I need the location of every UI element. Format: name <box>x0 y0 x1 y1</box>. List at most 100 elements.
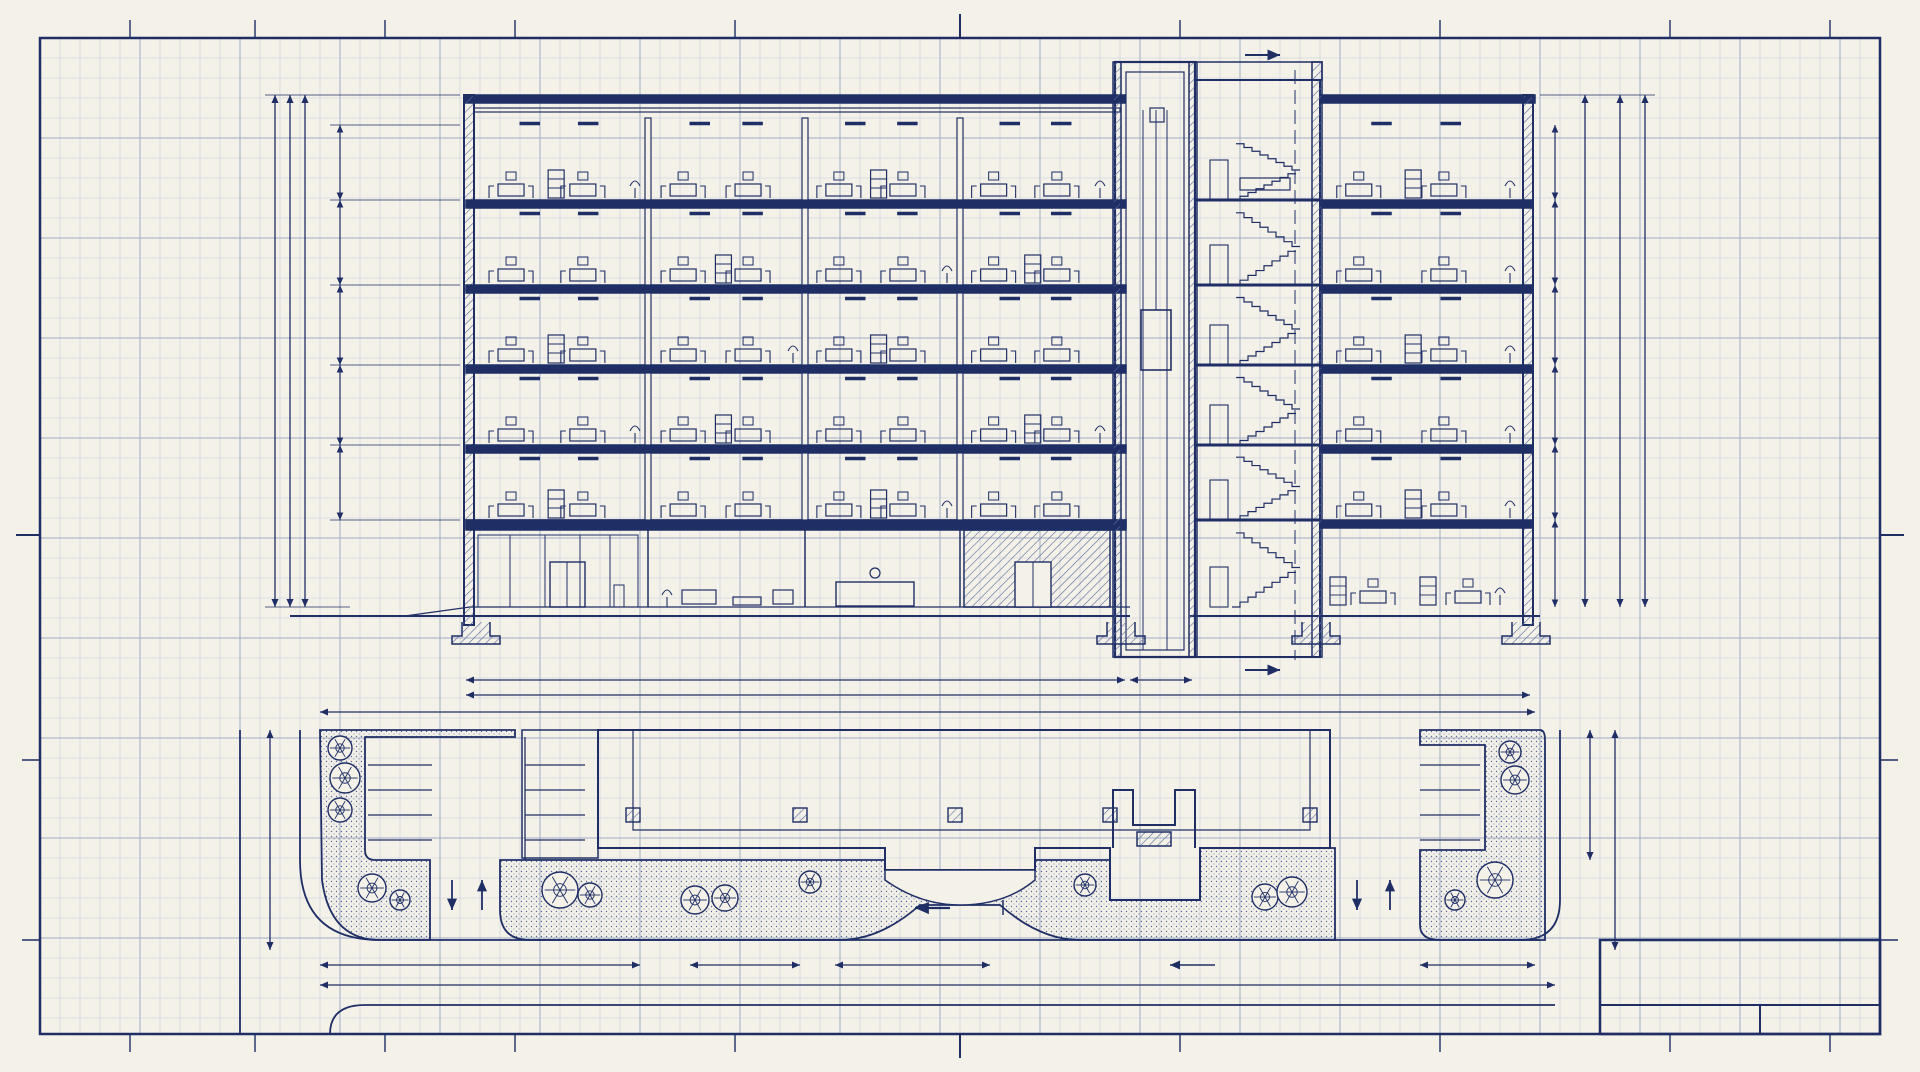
desk <box>1430 183 1458 197</box>
monitor <box>988 491 1000 501</box>
cabinet <box>1404 334 1422 364</box>
desk <box>825 183 853 197</box>
tree <box>711 884 739 912</box>
monitor <box>988 171 1000 181</box>
cabinet <box>714 254 733 284</box>
ceiling-light <box>577 211 599 216</box>
bay-partition <box>956 292 964 366</box>
desk <box>734 268 762 282</box>
chair <box>1421 430 1427 443</box>
floor-slab <box>465 364 1127 374</box>
ceiling-light <box>999 121 1020 126</box>
bay-partition <box>801 207 809 286</box>
plant <box>1504 425 1516 443</box>
tree <box>798 870 822 894</box>
ceiling-light <box>577 456 599 461</box>
chair <box>919 350 926 363</box>
ceiling-light <box>1371 376 1392 381</box>
tree <box>327 735 353 761</box>
chair <box>1421 185 1427 198</box>
ceiling-light <box>999 456 1020 461</box>
desk <box>980 183 1008 197</box>
monitor <box>742 336 754 346</box>
ceiling-light <box>519 376 540 381</box>
ceiling-light <box>742 296 763 301</box>
elevator-shaft-inner <box>1125 71 1185 651</box>
chair <box>1073 185 1080 198</box>
chair <box>765 505 771 518</box>
chair <box>1034 430 1040 443</box>
chair <box>488 505 495 518</box>
chair <box>816 185 822 198</box>
bay-partition <box>644 452 652 521</box>
chair <box>1460 350 1467 363</box>
ceiling-light <box>689 376 710 381</box>
stair-flight <box>1236 532 1300 569</box>
monitor <box>742 171 754 181</box>
chair <box>816 430 822 443</box>
chair <box>1350 592 1356 605</box>
monitor <box>833 256 845 266</box>
monitor <box>577 416 589 426</box>
ceiling-light <box>1371 121 1392 126</box>
chair <box>725 430 732 443</box>
ceiling-light <box>845 296 866 301</box>
monitor <box>505 491 517 501</box>
bay-partition <box>801 292 809 366</box>
chair <box>919 430 926 443</box>
ceiling-light <box>1440 376 1462 381</box>
monitor <box>1051 171 1063 181</box>
desk <box>889 348 917 362</box>
chair <box>528 185 534 198</box>
monitor <box>897 171 909 181</box>
stair-flight <box>1236 143 1300 171</box>
plant <box>1504 180 1516 198</box>
monitor <box>577 336 589 346</box>
ceiling-light <box>689 456 710 461</box>
ceiling-light <box>742 376 763 381</box>
monitor <box>677 491 689 501</box>
plan-column <box>1102 807 1118 823</box>
cabinet <box>869 489 888 519</box>
chair <box>1445 592 1451 605</box>
ceiling-light <box>1371 211 1392 216</box>
desk <box>825 503 853 517</box>
desk <box>569 428 597 442</box>
monitor <box>577 256 589 266</box>
ceiling-light <box>742 456 763 461</box>
roof-slab <box>1319 94 1536 104</box>
footing <box>1291 622 1341 645</box>
ceiling-light <box>1050 296 1072 301</box>
ceiling-light <box>689 296 710 301</box>
monitor <box>1438 171 1450 181</box>
desk <box>889 268 917 282</box>
trash-bin <box>613 584 625 608</box>
elevator-motor <box>1149 107 1165 123</box>
cabinet <box>1404 489 1422 519</box>
chair <box>700 350 706 363</box>
stair-door <box>1209 479 1229 521</box>
floor-slab <box>1319 519 1534 529</box>
desk <box>569 348 597 362</box>
monitor <box>1367 578 1379 588</box>
monitor <box>833 416 845 426</box>
receptionist <box>869 567 881 579</box>
ceiling-light <box>1371 296 1392 301</box>
plant <box>1094 180 1106 198</box>
tree <box>329 762 361 794</box>
monitor <box>1051 491 1063 501</box>
plan-column <box>625 807 641 823</box>
stair-flight <box>1232 571 1296 608</box>
ceiling-light <box>1440 211 1462 216</box>
monitor <box>1353 491 1365 501</box>
monitor <box>833 171 845 181</box>
chair <box>1010 270 1017 283</box>
chair <box>1375 185 1382 198</box>
left-column <box>463 94 475 626</box>
chair <box>700 430 706 443</box>
elevator-shaft-outer <box>1113 60 1197 659</box>
desk <box>980 428 1008 442</box>
chair <box>700 270 706 283</box>
chair <box>765 270 771 283</box>
desk <box>1043 268 1071 282</box>
